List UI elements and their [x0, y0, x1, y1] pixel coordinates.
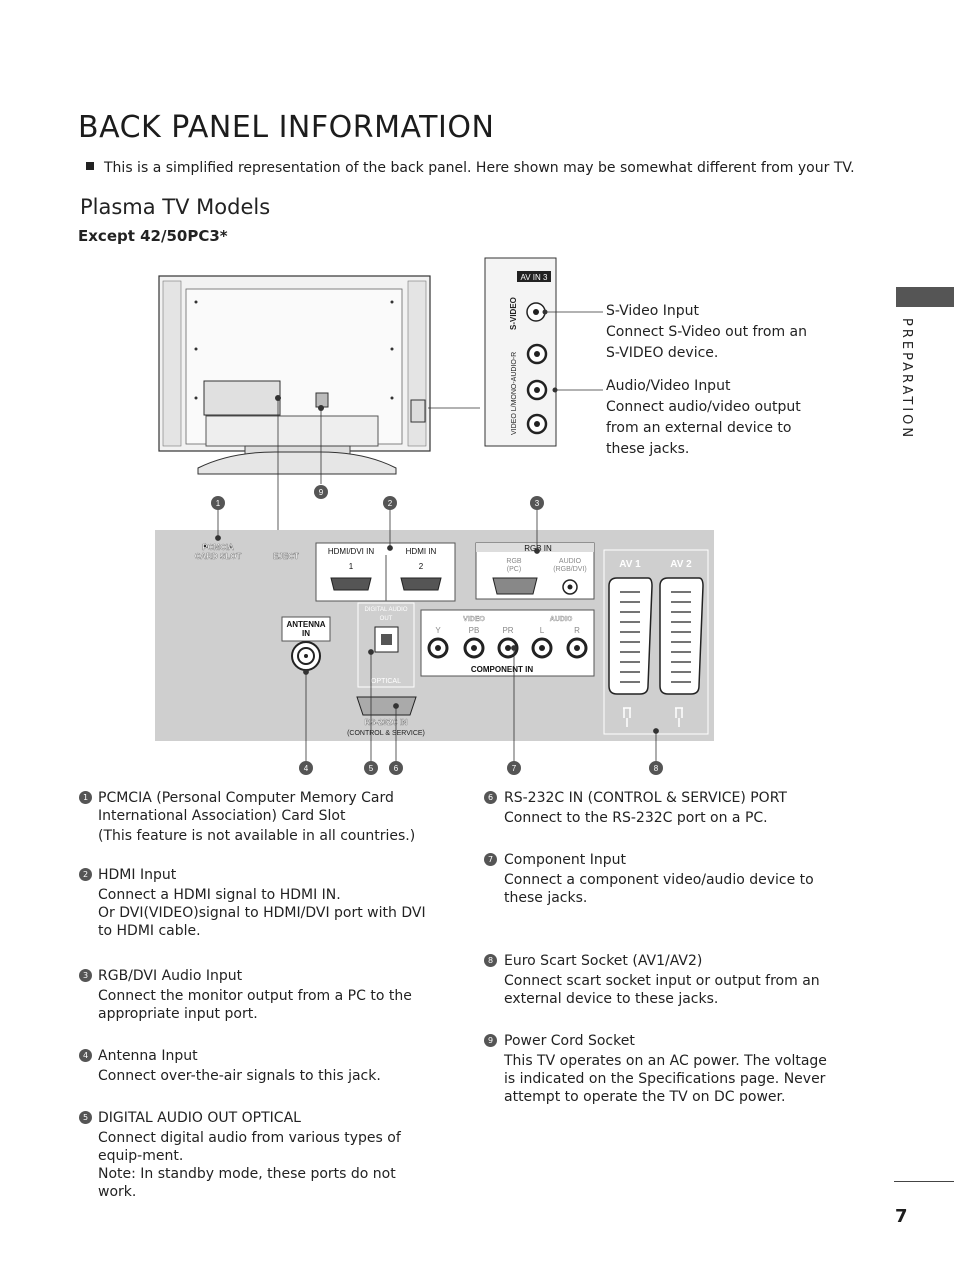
desc-9-number: 9 — [484, 1034, 497, 1047]
hdmi-port-2 — [400, 577, 442, 591]
desc-1: PCMCIA (Personal Computer Memory Card In… — [98, 790, 416, 844]
svg-text:▲ ▲: ▲ ▲ — [201, 541, 235, 550]
scart-av1 — [608, 577, 653, 695]
marker-9: 9 — [319, 488, 324, 497]
marker-1: 1 — [216, 499, 221, 508]
svg-text:(PC): (PC) — [507, 566, 521, 573]
callout-svideo: S-Video Input Connect S-Video out from a… — [606, 303, 866, 364]
rs232-label-1: RS-232C IN — [364, 718, 407, 727]
desc-8-number: 8 — [484, 954, 497, 967]
svg-text:(RGB/DVI): (RGB/DVI) — [553, 566, 586, 573]
audio-label: AUDIO — [550, 616, 573, 623]
rs232-label-2: (CONTROL & SERVICE) — [347, 730, 425, 737]
desc-4-number: 4 — [79, 1049, 92, 1062]
antenna-label-2: IN — [302, 629, 310, 638]
desc-8: Euro Scart Socket (AV1/AV2) Connect scar… — [504, 953, 820, 1007]
marker-8: 8 — [654, 764, 659, 773]
svg-text:RGB: RGB — [506, 558, 522, 565]
desc-9: Power Cord Socket This TV operates on an… — [504, 1033, 827, 1105]
av-in-3-panel: AV IN 3 S-VIDEO VIDEO L/MONO-AUDIO-R — [484, 257, 557, 447]
antenna-label-1: ANTENNA — [286, 620, 325, 629]
av1-label: AV 1 — [619, 559, 641, 570]
footer-rule — [894, 1181, 954, 1182]
marker-6: 6 — [394, 764, 399, 773]
section-heading: Plasma TV Models — [80, 195, 271, 219]
hdmi-label: HDMI IN — [406, 547, 437, 556]
tv-back-drawing — [158, 275, 431, 475]
optical-label: OPTICAL — [371, 678, 401, 685]
av-label: VIDEO L/MONO-AUDIO-R — [511, 352, 518, 435]
svg-text:2: 2 — [419, 562, 424, 571]
svg-text:PR: PR — [502, 626, 513, 635]
bullet-square-icon — [86, 162, 94, 170]
desc-2: HDMI Input Connect a HDMI signal to HDMI… — [98, 867, 426, 939]
callout-audio-video: Audio/Video Input Connect audio/video ou… — [606, 378, 866, 460]
page-title: BACK PANEL INFORMATION — [78, 110, 495, 145]
marker-3: 3 — [535, 499, 540, 508]
desc-2-number: 2 — [79, 868, 92, 881]
desc-3-number: 3 — [79, 969, 92, 982]
desc-6-number: 6 — [484, 791, 497, 804]
desc-5: DIGITAL AUDIO OUT OPTICAL Connect digita… — [98, 1110, 401, 1200]
svg-text:Y: Y — [435, 626, 441, 635]
svg-text:L: L — [540, 626, 545, 635]
scart-av2 — [659, 577, 704, 695]
av-in-3-label: AV IN 3 — [521, 273, 549, 282]
marker-2: 2 — [388, 499, 393, 508]
marker-7: 7 — [512, 764, 517, 773]
desc-4: Antenna Input Connect over-the-air signa… — [98, 1048, 381, 1084]
desc-1-number: 1 — [79, 791, 92, 804]
digital-audio-label-2: OUT — [380, 616, 393, 622]
pcmcia-label-1: PCMCIA — [202, 543, 234, 552]
svideo-label: S-VIDEO — [509, 297, 518, 330]
callout-av-title: Audio/Video Input — [606, 378, 731, 394]
av2-label: AV 2 — [670, 559, 692, 570]
subsection-heading: Except 42/50PC3* — [78, 227, 228, 245]
side-tab-bar — [896, 287, 954, 307]
marker-5: 5 — [369, 764, 374, 773]
svg-text:R: R — [574, 626, 580, 635]
desc-7-number: 7 — [484, 853, 497, 866]
desc-3: RGB/DVI Audio Input Connect the monitor … — [98, 968, 412, 1022]
rs232-port — [356, 696, 417, 716]
page-number: 7 — [895, 1206, 908, 1227]
hdmi-dvi-label: HDMI/DVI IN — [328, 547, 374, 556]
digital-audio-label-1: DIGITAL AUDIO — [364, 607, 407, 613]
callout-svideo-title: S-Video Input — [606, 303, 700, 319]
svg-text:AUDIO: AUDIO — [559, 558, 582, 565]
svg-text:PB: PB — [469, 626, 480, 635]
intro-note: This is a simplified representation of t… — [86, 160, 855, 176]
svg-text:1: 1 — [349, 562, 354, 571]
side-tab-label: PREPARATION — [899, 318, 914, 441]
hdmi-port-1 — [330, 577, 372, 591]
pcmcia-label-2: CARD SLOT — [195, 552, 242, 561]
video-label: VIDEO — [463, 616, 485, 623]
desc-5-number: 5 — [79, 1111, 92, 1124]
back-panel-illustration: AV IN 3 S-VIDEO VIDEO L/MONO-AUDIO-R ▲ ▲… — [155, 257, 714, 775]
desc-6: RS-232C IN (CONTROL & SERVICE) PORT Conn… — [504, 790, 787, 826]
eject-label: EJECT — [273, 552, 299, 561]
component-in-label: COMPONENT IN — [471, 665, 533, 674]
intro-text: This is a simplified representation of t… — [104, 160, 855, 176]
rgb-pc-port — [492, 577, 538, 595]
main-back-panel: ▲ ▲ . PCMCIA CARD SLOT EJECT HDMI/DVI IN… — [155, 530, 714, 741]
desc-7: Component Input Connect a component vide… — [504, 852, 814, 906]
marker-4: 4 — [304, 764, 309, 773]
